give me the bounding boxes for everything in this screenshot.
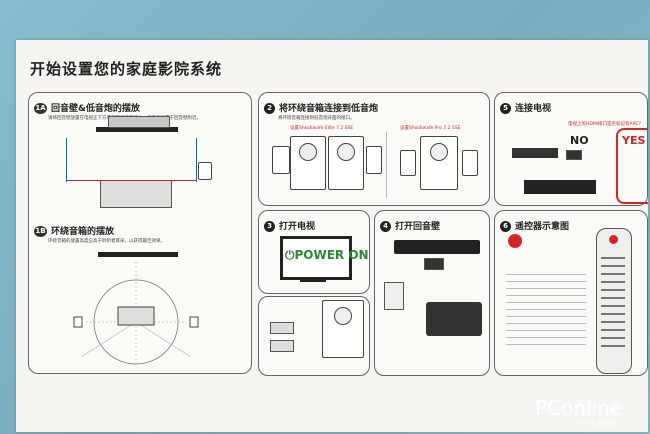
step2-right-model: 设置Shockwafe Pro 7.2 SSE bbox=[400, 126, 461, 131]
step1a-title-text: 回音壁&低音炮的摆放 bbox=[51, 104, 140, 114]
step1a-title: 1A 回音壁&低音炮的摆放 bbox=[34, 101, 140, 114]
red-guide-line bbox=[66, 180, 196, 181]
step2-note: 将环绕音箱连接到低音炮背面的接口。 bbox=[278, 116, 355, 121]
step2-title-text: 将环绕音箱连接到低音炮 bbox=[279, 104, 379, 114]
step3-title-text: 打开电视 bbox=[279, 222, 316, 232]
subwoofer-graphic bbox=[198, 162, 212, 180]
wiring-port-a bbox=[270, 322, 294, 334]
step2-left-model: 设置Shockwafe Elite 7.2 SSE bbox=[290, 126, 354, 131]
power-on-label: POWER ON bbox=[294, 248, 369, 262]
wiring-subwoofer bbox=[322, 300, 364, 358]
step6-title: 6 遥控器示意图 bbox=[500, 219, 569, 232]
yes-label: YES bbox=[622, 134, 646, 147]
arc-question: 电视上的HDMI接口是否标记有ARC? bbox=[568, 122, 642, 127]
step1b-badge: 1B bbox=[34, 226, 47, 237]
soundbar-graphic-2 bbox=[98, 252, 178, 257]
remote-legend-lines bbox=[506, 268, 586, 348]
surround-speaker-left-a bbox=[272, 146, 290, 174]
step2-badge: 2 bbox=[264, 103, 275, 114]
soundbar-graphic bbox=[96, 127, 178, 132]
poster-title: 开始设置您的家庭影院系统 bbox=[30, 60, 223, 78]
remote-control-graphic bbox=[596, 228, 632, 374]
wiring-port-b bbox=[270, 340, 294, 352]
step4-title-text: 打开回音壁 bbox=[395, 222, 441, 232]
blue-guide-line-left bbox=[66, 138, 67, 182]
step3-badge: 3 bbox=[264, 221, 275, 232]
step3-title: 3 打开电视 bbox=[264, 219, 315, 232]
step1b-title: 1B 环绕音箱的摆放 bbox=[34, 224, 114, 237]
power-icon: ⏻ bbox=[285, 248, 295, 262]
tv-back-panel bbox=[512, 148, 558, 158]
wall-outlet bbox=[384, 282, 404, 310]
surround-arc-diagram bbox=[73, 262, 199, 367]
pconline-watermark: PConline bbox=[535, 396, 623, 420]
surround-speaker-left-b bbox=[400, 150, 416, 176]
blue-guide-line-right bbox=[196, 138, 197, 182]
tv-stand-graphic bbox=[108, 116, 170, 128]
power-adapter bbox=[424, 258, 444, 270]
surround-speaker-right-b bbox=[462, 150, 478, 176]
hdmi-panel-black bbox=[524, 180, 596, 194]
step1b-note: 环绕音箱的放置高度应高于聆听者耳朵，以获得最佳效果。 bbox=[48, 239, 165, 244]
soundbar-back bbox=[426, 302, 482, 336]
tv-screen bbox=[280, 236, 352, 280]
surround-speaker-right-a bbox=[366, 146, 382, 174]
step5-title-text: 连接电视 bbox=[515, 104, 552, 114]
step4-title: 4 打开回音壁 bbox=[380, 219, 440, 232]
step6-title-text: 遥控器示意图 bbox=[515, 222, 570, 232]
soundbar-closeup bbox=[394, 240, 480, 254]
pconline-watermark-sub: 太平洋电脑网 bbox=[573, 421, 622, 428]
step1b-title-text: 环绕音箱的摆放 bbox=[51, 227, 115, 237]
remote-power-icon bbox=[508, 234, 522, 248]
subwoofer-b bbox=[328, 136, 364, 190]
yes-highlight-box bbox=[616, 128, 648, 204]
step4-badge: 4 bbox=[380, 221, 391, 232]
hdmi-port-icon bbox=[566, 150, 582, 160]
step5-title: 5 连接电视 bbox=[500, 101, 551, 114]
tv-stand bbox=[300, 279, 326, 282]
panel-placement bbox=[28, 92, 252, 374]
subwoofer-a bbox=[290, 136, 326, 190]
step1a-badge: 1A bbox=[34, 103, 47, 114]
step5-badge: 5 bbox=[500, 103, 511, 114]
divider bbox=[386, 132, 387, 198]
power-on-text: ⏻POWER ON bbox=[285, 248, 369, 263]
no-label: NO bbox=[570, 134, 589, 147]
sofa-graphic bbox=[100, 180, 172, 208]
step2-title: 2 将环绕音箱连接到低音炮 bbox=[264, 101, 378, 114]
subwoofer-c bbox=[420, 136, 458, 190]
step6-badge: 6 bbox=[500, 221, 511, 232]
